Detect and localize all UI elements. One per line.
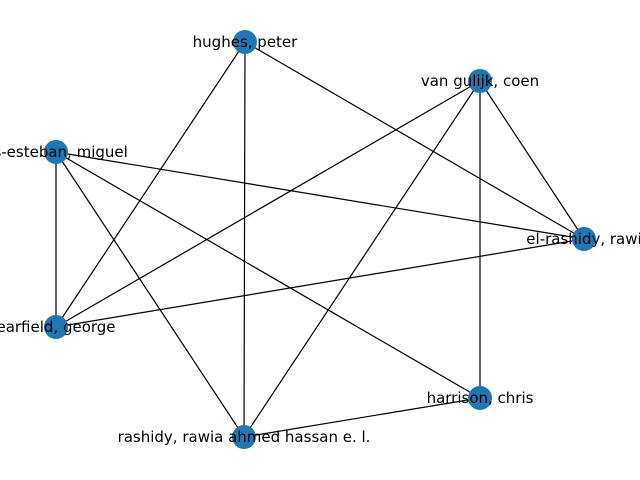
edge-esteban-elrashidy	[55, 151, 585, 240]
node-label-hughes: hughes, peter	[193, 33, 298, 51]
node-hughes	[233, 30, 257, 54]
node-label-harrison: harrison, chris	[427, 389, 534, 407]
node-clearfield	[44, 315, 68, 339]
node-label-clearfield: earfield, george	[0, 318, 116, 336]
edge-vangulik-elrashidy	[479, 80, 585, 240]
node-elrashidy	[572, 227, 596, 251]
edge-hughes-elrashidy	[244, 41, 585, 240]
edge-clearfield-elrashidy	[55, 238, 585, 328]
edge-hughes-clearfield	[55, 41, 246, 328]
edge-hughes-rashidy	[243, 41, 246, 438]
edge-esteban-harrison	[55, 151, 481, 399]
edge-esteban-rashidy	[55, 151, 245, 438]
node-layer	[44, 30, 596, 449]
node-esteban	[44, 140, 68, 164]
node-rashidy	[232, 425, 256, 449]
label-layer: hughes, peter van gulijk, coen es-esteban,…	[0, 33, 640, 446]
edge-layer	[55, 41, 585, 438]
edge-harrison-rashidy	[243, 397, 481, 438]
node-label-vangulik: van gulijk, coen	[421, 72, 539, 90]
node-label-esteban: es-esteban, miguel	[0, 143, 128, 161]
node-label-rashidy: rashidy, rawia ahmed hassan e. l.	[118, 428, 371, 446]
edge-vangulik-rashidy	[243, 80, 481, 438]
edge-vangulik-clearfield	[55, 80, 481, 328]
node-vangulik	[468, 69, 492, 93]
node-label-elrashidy: el-rashidy, rawi	[526, 230, 640, 248]
node-harrison	[468, 386, 492, 410]
